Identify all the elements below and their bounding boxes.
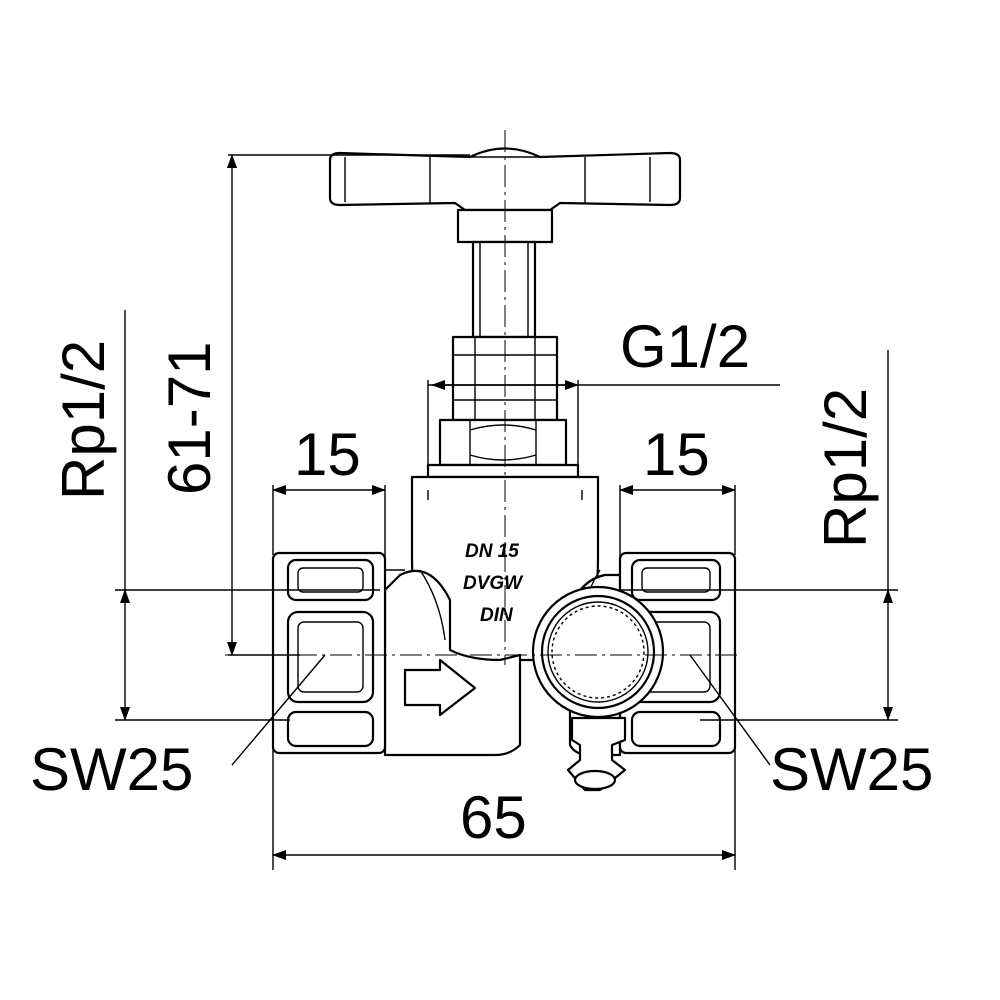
right-thread-label: Rp1/2: [812, 388, 879, 548]
top-thread-label: G1/2: [620, 313, 750, 380]
spindle: [456, 208, 554, 339]
marking-dvgw: DVGW: [463, 573, 524, 594]
right-wrench-label: SW25: [770, 736, 933, 803]
height-range-label: 61-71: [156, 342, 223, 495]
left-wrench-label: SW25: [30, 736, 193, 803]
hex-nut: [426, 418, 580, 479]
drain-nipple: [566, 716, 627, 792]
left-thread-label: Rp1/2: [50, 340, 117, 500]
dimension-annotations: Rp1/2 61-71 15 G1/2 15 Rp1/2 SW25 SW25: [30, 154, 933, 870]
marking-dn: DN 15: [465, 541, 519, 562]
drain-port: [531, 585, 665, 719]
right-length-label: 15: [643, 421, 710, 488]
left-length-label: 15: [294, 421, 361, 488]
marking-din: DIN: [480, 605, 514, 626]
valve-body-group: DN 15 DVGW DIN: [225, 130, 740, 792]
overall-length-label: 65: [460, 784, 527, 851]
right-hex-connection: [618, 551, 737, 755]
